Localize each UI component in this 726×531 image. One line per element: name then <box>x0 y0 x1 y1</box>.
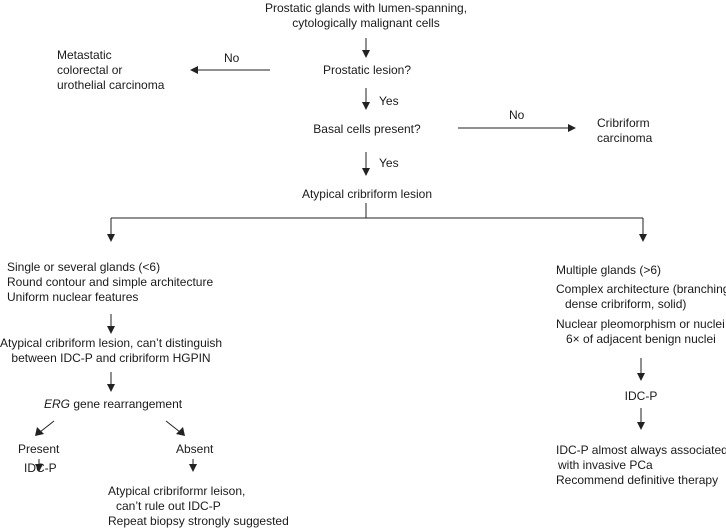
edge-label-no-left: No <box>224 51 240 65</box>
node-idcp-right: IDC-P <box>610 389 672 404</box>
edge-label-yes-2: Yes <box>379 156 399 170</box>
node-start-line-2: cytologically malignant cells <box>292 16 440 30</box>
node-cribriform-carcinoma-line-2: carcinoma <box>597 131 653 145</box>
edge-erg-to-absent <box>165 420 181 433</box>
node-basal-cells-line-1: Basal cells present? <box>313 122 421 136</box>
node-erg: ERG gene rearrangement <box>44 397 182 412</box>
node-cant-distinguish-line-2: between IDC-P and cribriform HGPIN <box>11 351 211 365</box>
node-right-criteria-2: Complex architecture (branching, dense c… <box>556 282 726 312</box>
arrowhead <box>362 168 370 176</box>
node-final-right-line-2: with invasive PCa <box>558 458 653 472</box>
node-cribriform-carcinoma: Cribriform carcinoma <box>597 116 652 146</box>
node-right-criteria-3-line-1: Nuclear pleomorphism or nuclei <box>556 317 725 331</box>
arrowhead <box>107 384 115 392</box>
node-erg-gene: ERG <box>44 397 71 411</box>
node-erg-rest: gene rearrangement <box>70 397 183 411</box>
node-cant-rule-out-line-3: Repeat biopsy strongly suggested <box>108 514 289 528</box>
node-present: Present <box>18 442 59 457</box>
node-absent: Absent <box>176 442 213 457</box>
edge-label-no-right: No <box>509 108 525 122</box>
node-right-criteria-1: Multiple glands (>6) <box>556 263 661 278</box>
arrowhead <box>107 234 115 242</box>
node-metastatic-line-1: Metastatic <box>57 48 112 62</box>
node-atypical-lesion: Atypical cribriform lesion <box>276 187 458 202</box>
node-start: Prostatic glands with lumen-spanning, cy… <box>248 1 484 31</box>
node-right-criteria-3: Nuclear pleomorphism or nuclei 6× of adj… <box>556 317 725 347</box>
node-metastatic-line-2: colorectal or <box>57 63 123 77</box>
node-final-right-line-1: IDC-P almost always associated <box>556 443 726 457</box>
node-right-criteria-2-line-2: dense cribriform, solid) <box>565 297 687 311</box>
arrowhead <box>639 234 647 242</box>
node-right-criteria-2-line-1: Complex architecture (branching, <box>556 282 726 296</box>
arrowhead <box>35 427 44 436</box>
node-prostatic-lesion: Prostatic lesion? <box>296 63 438 78</box>
node-right-criteria-1-line-1: Multiple glands (>6) <box>556 263 662 277</box>
node-idcp-right-line-1: IDC-P <box>624 389 658 403</box>
node-cant-distinguish: Atypical cribriform lesion, can’t distin… <box>0 336 222 366</box>
arrowhead <box>107 326 115 334</box>
node-atypical-lesion-line-1: Atypical cribriform lesion <box>301 187 433 201</box>
node-metastatic-line-3: urothelial carcinoma <box>57 78 165 92</box>
node-cant-distinguish-line-1: Atypical cribriform lesion, can’t distin… <box>0 336 223 350</box>
node-prostatic-lesion-line-1: Prostatic lesion? <box>322 63 412 77</box>
node-right-criteria-3-line-2: 6× of adjacent benign nuclei <box>566 332 716 346</box>
arrowhead <box>176 427 185 436</box>
node-basal-cells: Basal cells present? <box>294 122 440 137</box>
arrowhead <box>190 66 198 74</box>
node-cant-rule-out-line-2: can’t rule out IDC-P <box>116 499 221 513</box>
arrowhead <box>362 102 370 110</box>
node-idcp-left: IDC-P <box>24 461 57 476</box>
node-left-criteria-line-2: Round contour and simple architecture <box>7 275 214 289</box>
node-present-line-1: Present <box>18 442 60 456</box>
node-start-line-1: Prostatic glands with lumen-spanning, <box>264 1 468 15</box>
edge-erg-to-present <box>39 420 55 433</box>
node-left-criteria-line-1: Single or several glands (<6) <box>7 260 161 274</box>
node-cant-rule-out: Atypical cribriformr leison, can’t rule … <box>108 484 289 529</box>
edge-label-yes-1: Yes <box>379 94 399 108</box>
node-left-criteria: Single or several glands (<6) Round cont… <box>7 260 213 305</box>
arrowhead <box>189 464 197 472</box>
arrowhead <box>637 422 645 430</box>
arrowhead <box>568 124 576 132</box>
node-idcp-left-line-1: IDC-P <box>24 461 57 475</box>
arrowhead <box>35 464 43 472</box>
node-cribriform-carcinoma-line-1: Cribriform <box>597 116 650 130</box>
arrowhead <box>637 373 645 381</box>
node-cant-rule-out-line-1: Atypical cribriformr leison, <box>108 484 246 498</box>
node-absent-line-1: Absent <box>176 442 214 456</box>
node-final-right: IDC-P almost always associated with inva… <box>556 443 726 488</box>
node-final-right-line-3: Recommend definitive therapy <box>556 473 719 487</box>
arrowhead <box>362 50 370 58</box>
node-metastatic: Metastatic colorectal or urothelial carc… <box>57 48 164 93</box>
node-left-criteria-line-3: Uniform nuclear features <box>7 290 139 304</box>
